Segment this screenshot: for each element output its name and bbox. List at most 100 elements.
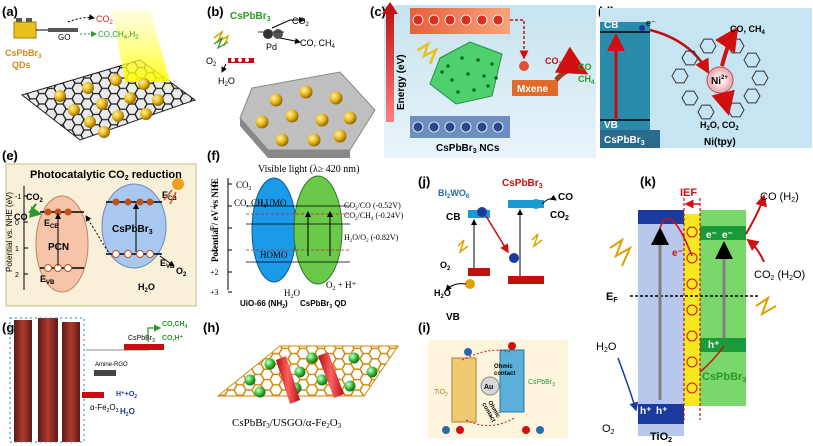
tick-label: -1 xyxy=(15,194,21,201)
qd-sphere xyxy=(82,82,94,94)
go-text: GO xyxy=(58,33,70,42)
tick-label: +3 xyxy=(210,288,219,297)
qd-sphere xyxy=(152,94,164,106)
amine-text: Amine-RGO xyxy=(95,362,128,368)
au-particle xyxy=(480,376,500,396)
qd-sphere xyxy=(140,108,152,120)
o2-text: O2 xyxy=(440,260,451,272)
electron xyxy=(444,14,456,26)
tick-label: -2 xyxy=(210,180,217,189)
panel-e-label: (e) xyxy=(2,148,18,163)
products-text: CO,CH4,H2 xyxy=(98,30,139,41)
e-text-2: e⁻ xyxy=(722,230,733,241)
tio2-text: TiO2 xyxy=(434,389,448,398)
qd-sphere xyxy=(112,110,124,122)
qd-ellipse xyxy=(293,175,343,285)
energy-axis-label: Energy (eV) xyxy=(396,54,407,110)
o2-text: O2 xyxy=(176,266,187,278)
sun-icon xyxy=(172,178,184,190)
panel-f-label: (f) xyxy=(207,148,220,163)
charge xyxy=(686,330,698,342)
products-text: CO, CH4 xyxy=(234,198,267,210)
dot xyxy=(466,72,470,76)
ring xyxy=(751,70,769,86)
electron xyxy=(519,61,529,71)
bi-text: Bi2WO6 xyxy=(438,188,470,200)
tick-label: 1 xyxy=(15,246,19,253)
h2o-text: H2O xyxy=(284,288,301,300)
cspb-vb xyxy=(700,338,746,352)
panel-d: (d) CB VB e⁻ CsPbBr3 Ni2+ CO, CH4 H2O, C… xyxy=(598,4,812,148)
products-top-text: CO, CH4 xyxy=(730,24,766,36)
qd-sphere xyxy=(98,126,110,138)
ring xyxy=(681,90,699,106)
h2o-text: H2O xyxy=(596,341,617,354)
electron xyxy=(136,198,144,206)
mxene-text: Mxene xyxy=(517,84,549,95)
charge xyxy=(442,426,450,434)
hole xyxy=(492,121,504,133)
o2-text: O2 xyxy=(602,423,615,436)
ecb-text: ECB xyxy=(44,218,59,230)
fe2o3-rod xyxy=(318,352,344,398)
electron xyxy=(428,14,440,26)
interface-region xyxy=(684,214,700,406)
electron xyxy=(64,208,72,216)
sphere xyxy=(254,386,266,398)
hole xyxy=(412,121,424,133)
co2-text: CO2 xyxy=(236,180,252,192)
tick-label: 0 xyxy=(15,220,19,227)
support-hexagon xyxy=(239,71,376,151)
hole xyxy=(124,250,132,258)
hole xyxy=(231,58,235,62)
o2-text: O2 xyxy=(206,56,217,68)
h2o-arrow xyxy=(711,89,735,116)
charge xyxy=(686,252,698,264)
lightning-icon xyxy=(457,239,469,255)
go-bar xyxy=(48,28,78,32)
pd-sphere xyxy=(307,133,321,147)
transfer-arrow xyxy=(649,28,710,75)
contact-text: contact xyxy=(494,371,515,377)
charge xyxy=(508,342,516,350)
dot xyxy=(494,76,498,80)
pd-particle xyxy=(273,29,283,39)
electron xyxy=(639,25,645,31)
h2o-arrow xyxy=(617,357,639,412)
tick-label: +1 xyxy=(210,246,219,255)
sphere xyxy=(306,352,318,364)
dot xyxy=(446,64,450,68)
qd-sphere xyxy=(68,104,80,116)
panel-e-bg xyxy=(5,163,197,307)
electron xyxy=(477,207,487,217)
panel-h-label: (h) xyxy=(203,320,220,335)
material-text: CsPbBr3 xyxy=(112,224,153,236)
h2o-text: H2O xyxy=(218,76,235,88)
energy-arrow-head xyxy=(382,2,398,14)
rgo-band xyxy=(94,370,116,376)
sphere xyxy=(264,358,276,370)
cspb-cb xyxy=(508,200,544,208)
qd-sphere xyxy=(54,90,66,102)
panel-k: (k) IEF EF h⁺ h⁺ e⁻ e⁻ h⁺ e⁻ CO (H2) CO2… xyxy=(596,174,805,444)
hplus-text: H⁺+O2 xyxy=(116,391,137,400)
nanocrystal-dots xyxy=(440,56,498,94)
tick-label: +2 xyxy=(210,268,219,277)
dot xyxy=(476,58,480,62)
co-arrow xyxy=(541,194,557,205)
support-edge xyxy=(240,118,350,158)
nanorod xyxy=(38,318,58,442)
holes xyxy=(412,121,504,133)
qd-sphere xyxy=(96,98,108,110)
charge xyxy=(686,356,698,368)
products-text: CO,CH4 xyxy=(162,321,188,330)
dot xyxy=(440,70,444,74)
products-bottom-text: H2O, CO2 xyxy=(700,120,739,132)
material-text: CsPbBr3 xyxy=(5,48,42,60)
cspb-cb xyxy=(124,344,164,350)
charge xyxy=(686,382,698,394)
r3-text: H2O/O2 (-0.82V) xyxy=(344,233,399,244)
tio2-block xyxy=(451,357,477,423)
sphere xyxy=(294,366,306,378)
